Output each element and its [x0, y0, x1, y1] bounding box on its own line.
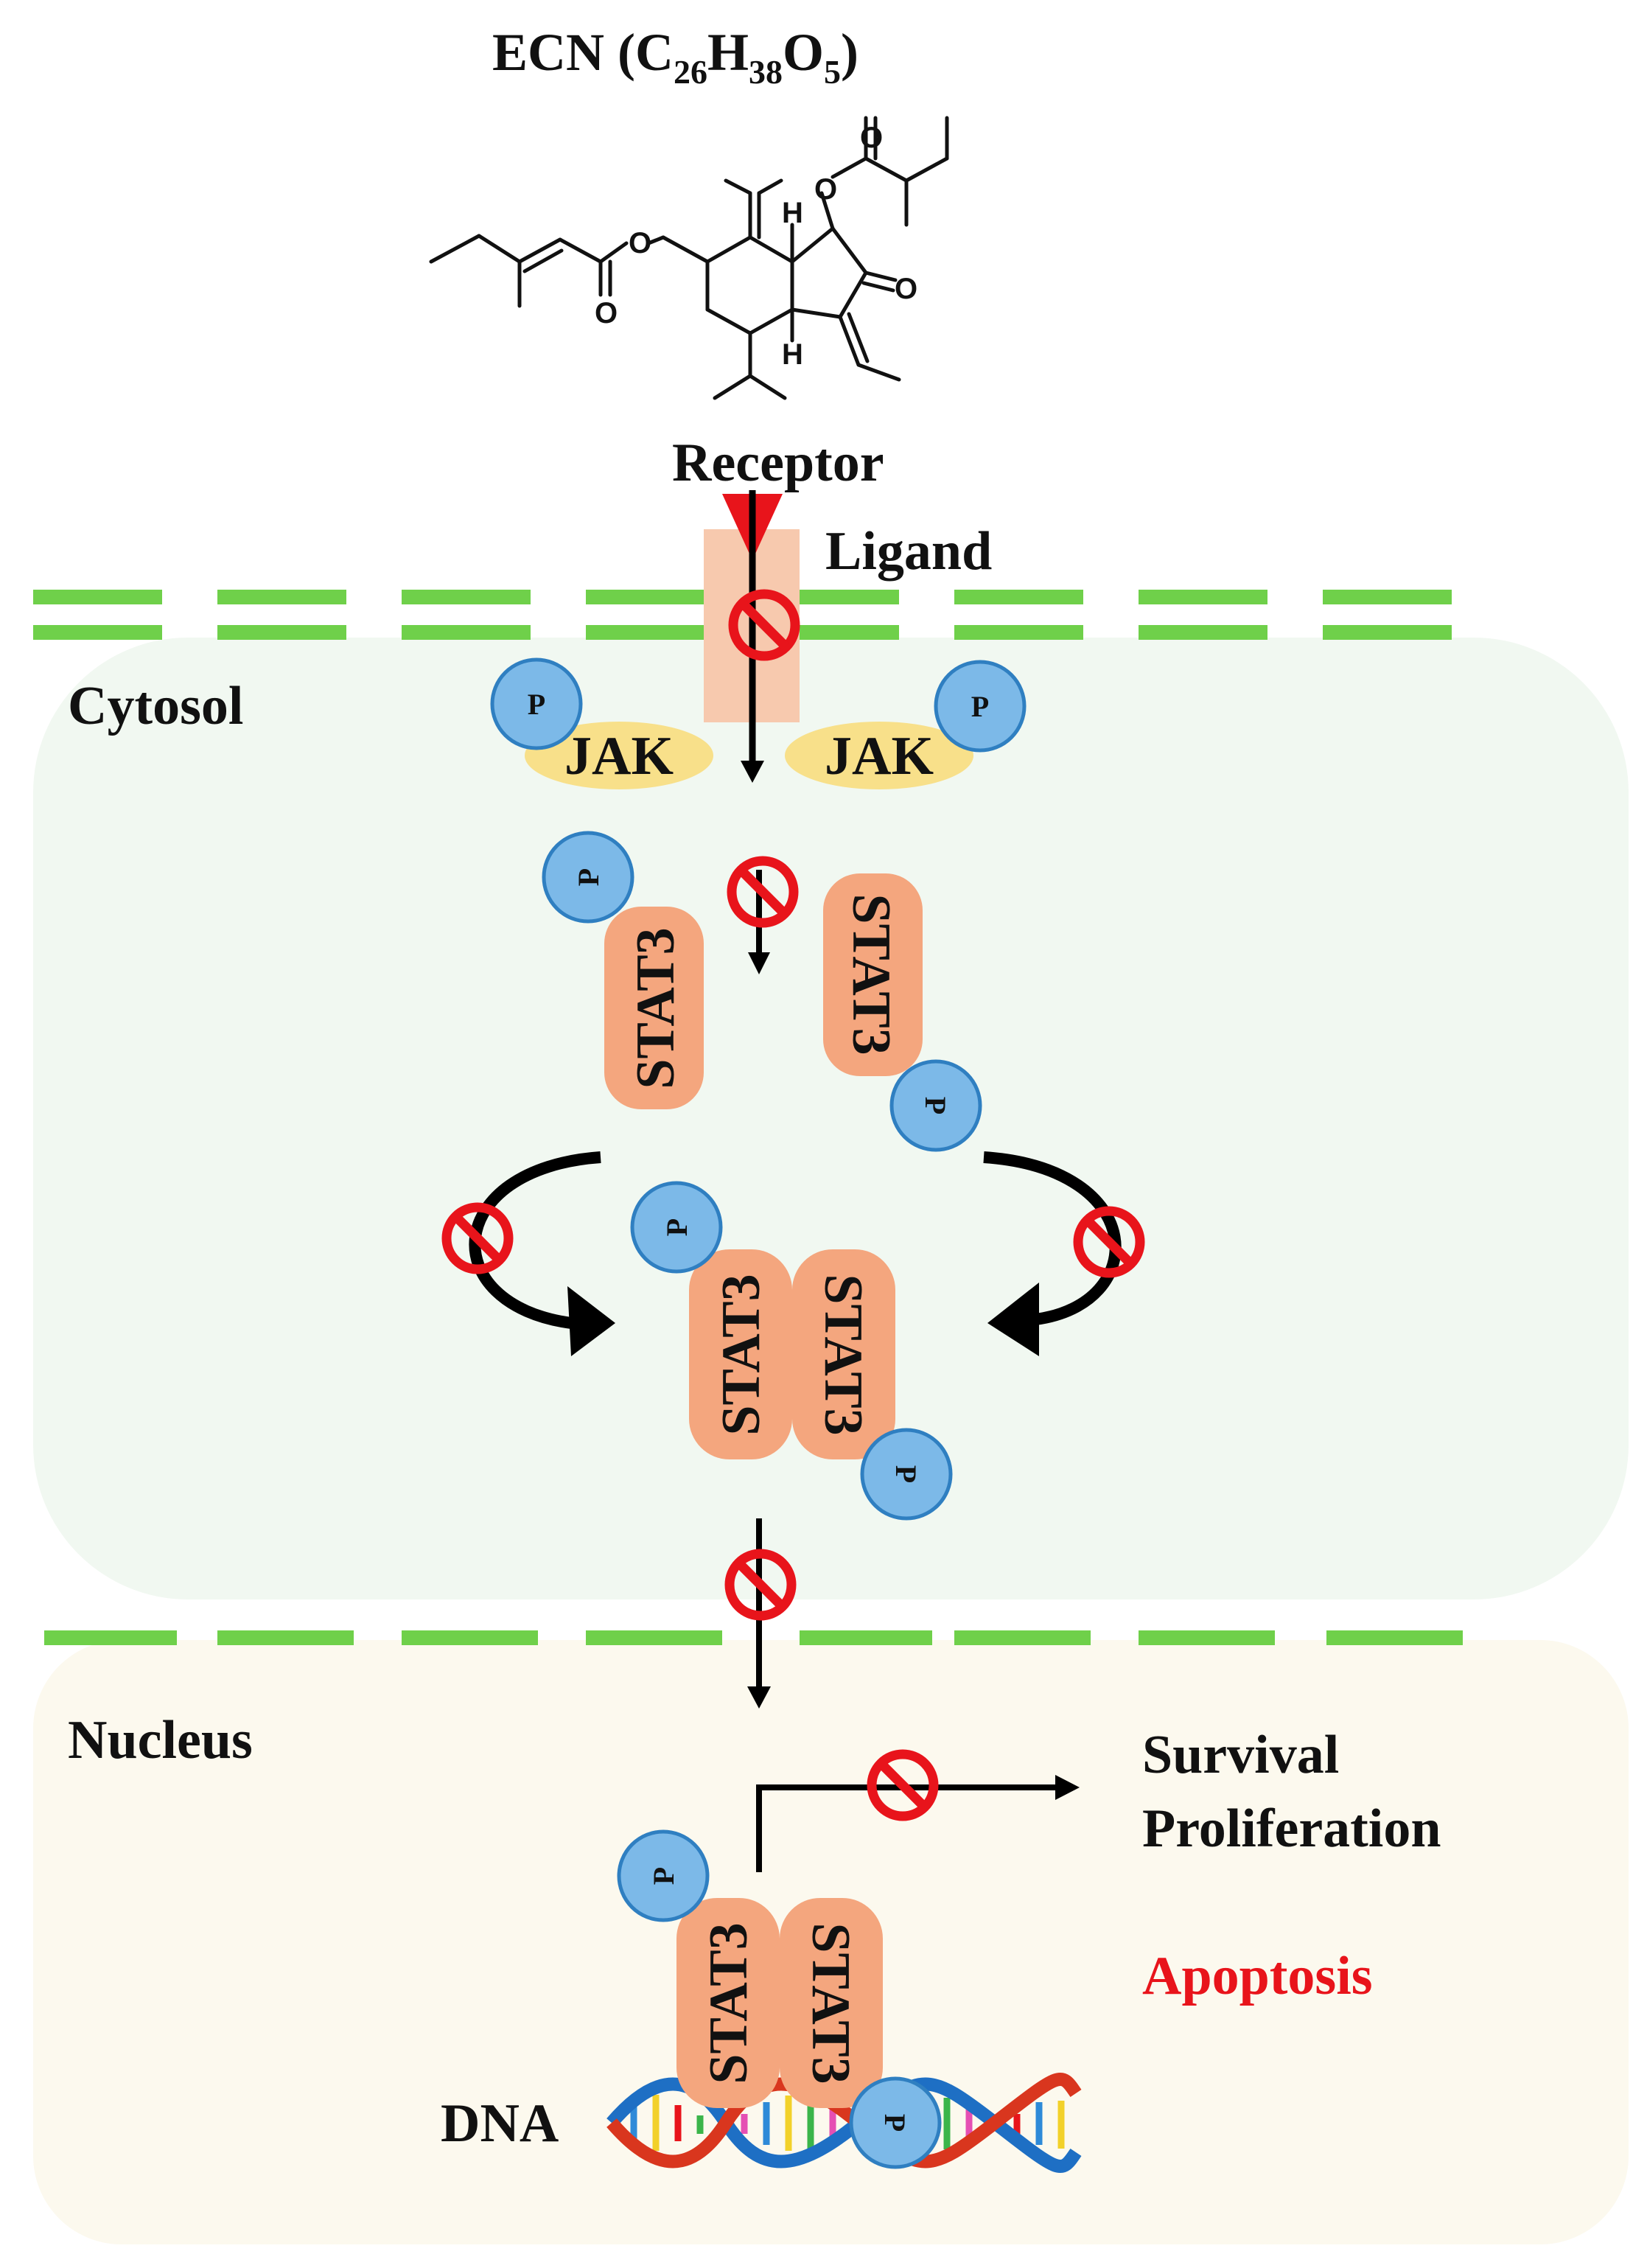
stat3-dimer-cytosol-right-label: STAT3 — [813, 1274, 873, 1435]
svg-text:O: O — [895, 273, 917, 305]
ecn-chemical-structure — [429, 116, 949, 400]
receptor-signal-arrowhead — [741, 761, 764, 783]
compound-title: ECN (C26H38O5) — [492, 23, 859, 91]
jak-left — [525, 722, 713, 789]
nuclear-translocation-arrowhead — [747, 1686, 771, 1709]
jak-right — [785, 722, 973, 789]
jak-left-label: JAK — [564, 726, 674, 786]
structure-atom-labels: O O O O O H H — [595, 122, 917, 371]
svg-text:O: O — [629, 227, 651, 259]
transcription-arrowhead — [1055, 1775, 1080, 1800]
svg-text:H: H — [782, 197, 803, 229]
stat3-dimer-cytosol-right — [792, 1249, 895, 1459]
phospho-jak-left-label: P — [528, 688, 545, 721]
nucleus-label: Nucleus — [68, 1710, 253, 1770]
svg-text:H: H — [782, 338, 803, 371]
stat3-dimer-nucleus-right — [780, 1898, 883, 2108]
phospho-stat3-right-label: P — [919, 1097, 952, 1114]
phospho-dimer-nucleus-left-label: P — [647, 1867, 680, 1885]
stat3-monomer-left-label: STAT3 — [626, 927, 686, 1089]
stat3-dimer-nucleus-left — [676, 1898, 780, 2108]
stat3-dimer-cytosol-left-label: STAT3 — [711, 1274, 772, 1435]
stat3-dimer-nucleus-right-label: STAT3 — [800, 1922, 861, 2084]
transcription-arrow — [756, 1784, 1061, 1872]
phospho-stat3-left-label: P — [572, 868, 605, 886]
proliferation-label: Proliferation — [1142, 1798, 1441, 1859]
ligand-label: Ligand — [825, 521, 992, 582]
stat3-activation-arrowhead — [748, 952, 770, 974]
survival-label: Survival — [1142, 1725, 1339, 1785]
svg-text:O: O — [595, 297, 618, 329]
svg-text:O: O — [860, 122, 883, 154]
dimerization-arrow-right — [983, 1151, 1122, 1325]
svg-text:O: O — [814, 173, 837, 206]
receptor-label: Receptor — [672, 433, 884, 493]
stat3-monomer-right — [823, 873, 923, 1076]
cytosol-label: Cytosol — [68, 676, 243, 736]
apoptosis-label: Apoptosis — [1142, 1946, 1373, 2006]
phospho-dimer-nucleus-right-label: P — [878, 2114, 912, 2132]
stat3-monomer-right-label: STAT3 — [841, 893, 901, 1055]
phospho-dimer-cytosol-right-label: P — [889, 1465, 923, 1483]
dimerization-arrowhead-left — [567, 1286, 615, 1356]
jak-right-label: JAK — [825, 726, 934, 786]
cytosol-region — [33, 638, 1629, 1599]
phospho-jak-right-label: P — [971, 690, 989, 723]
phospho-dimer-cytosol-left-label: P — [660, 1218, 693, 1236]
dna-label: DNA — [441, 2093, 559, 2154]
stat3-dimer-nucleus-left-label: STAT3 — [699, 1922, 759, 2084]
stat3-dimer-cytosol-left — [689, 1249, 792, 1459]
stat3-monomer-left — [604, 907, 704, 1109]
dimerization-arrowhead-right — [987, 1283, 1039, 1356]
